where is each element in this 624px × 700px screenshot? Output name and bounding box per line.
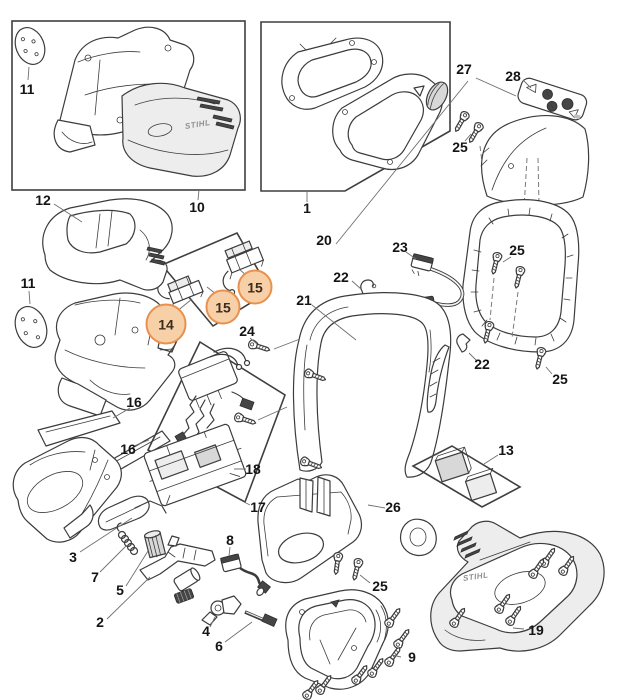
part-label-11: 11 bbox=[19, 81, 35, 97]
part-2-lever bbox=[106, 535, 216, 620]
part-label-10: 10 bbox=[189, 199, 205, 215]
part-label-21: 21 bbox=[296, 292, 312, 308]
part-label-7: 7 bbox=[91, 569, 99, 585]
part-12-cover bbox=[42, 198, 173, 291]
part-label-16: 16 bbox=[126, 394, 142, 410]
group-box-13 bbox=[411, 445, 522, 508]
part-label-5: 5 bbox=[116, 582, 124, 598]
part-label-6: 6 bbox=[215, 638, 223, 654]
part-3-trigger bbox=[79, 495, 167, 553]
part-rear-handle-frame bbox=[456, 199, 580, 375]
part-label-19: 19 bbox=[528, 622, 544, 638]
part-24-screws bbox=[232, 337, 301, 428]
group-box-17 bbox=[143, 340, 286, 507]
part-label-13: 13 bbox=[498, 442, 514, 458]
highlight-circle-15: 15 bbox=[205, 289, 241, 325]
part-label-25: 25 bbox=[372, 578, 388, 594]
part-6-pin bbox=[224, 610, 278, 643]
part-label-25: 25 bbox=[452, 139, 468, 155]
part-label-22: 22 bbox=[333, 269, 349, 285]
part-4-adjuster bbox=[201, 595, 242, 628]
part-28-switch-panel bbox=[517, 77, 588, 121]
part-label-12: 12 bbox=[35, 192, 51, 208]
part-label-28: 28 bbox=[505, 68, 521, 84]
part-label-2: 2 bbox=[96, 614, 104, 630]
part-label-9: 9 bbox=[408, 649, 416, 665]
group-box-1 bbox=[260, 21, 451, 202]
part-label-18: 18 bbox=[245, 461, 261, 477]
part-21-loop-handle bbox=[292, 292, 452, 478]
part-bottom-left-housing bbox=[12, 436, 122, 543]
group-box-10-11 bbox=[11, 20, 246, 201]
part-label-26: 26 bbox=[385, 499, 401, 515]
highlight-circle-15: 15 bbox=[237, 269, 273, 305]
part-label-27: 27 bbox=[456, 61, 472, 77]
part-label-17: 17 bbox=[250, 499, 266, 515]
part-11-pad bbox=[14, 290, 48, 348]
part-8-switch bbox=[220, 546, 271, 596]
highlight-circle-14: 14 bbox=[145, 303, 187, 345]
part-label-22: 22 bbox=[474, 356, 490, 372]
part-bottom-middle-housing bbox=[285, 589, 413, 700]
part-5-sleeve bbox=[125, 530, 167, 587]
part-label-25: 25 bbox=[509, 242, 525, 258]
part-label-20: 20 bbox=[316, 232, 332, 248]
part-bottom-right-housing bbox=[399, 518, 605, 652]
part-7-spring bbox=[99, 522, 139, 573]
part-label-25: 25 bbox=[552, 371, 568, 387]
part-label-4: 4 bbox=[202, 623, 210, 639]
part-label-11: 11 bbox=[20, 275, 36, 291]
part-label-1: 1 bbox=[303, 200, 311, 216]
part-label-3: 3 bbox=[69, 549, 77, 565]
part-label-16: 16 bbox=[120, 441, 136, 457]
part-label-24: 24 bbox=[239, 323, 255, 339]
part-label-8: 8 bbox=[226, 532, 234, 548]
part-26-guard bbox=[257, 474, 386, 584]
part-label-23: 23 bbox=[392, 239, 408, 255]
part-knurled-nut bbox=[173, 588, 195, 604]
part-white-cylinder bbox=[173, 567, 201, 592]
